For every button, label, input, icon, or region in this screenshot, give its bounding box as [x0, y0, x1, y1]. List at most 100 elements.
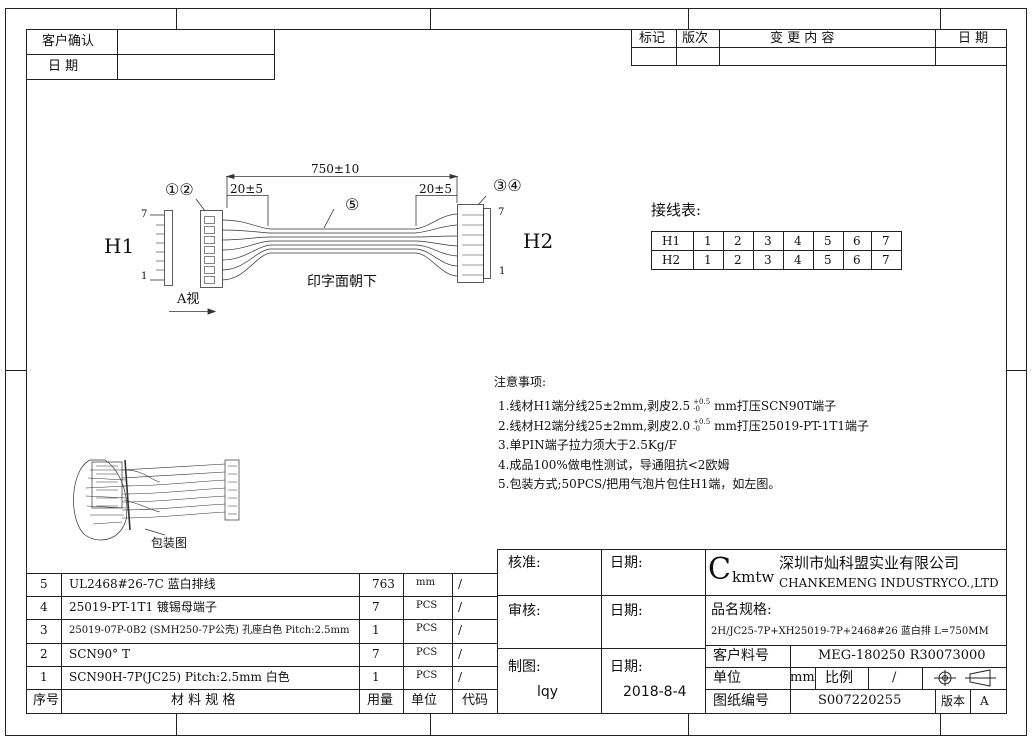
bom-row-no: 3 — [40, 623, 48, 637]
scale-label: 比例 — [825, 670, 853, 686]
drawing-no-value: S007220255 — [818, 693, 902, 708]
bom-row-code: / — [458, 577, 463, 591]
drawn-by-value: lqy — [537, 684, 559, 700]
wiring-pin-cell: 3 — [764, 234, 772, 248]
product-spec-label: 品名规格: — [711, 602, 772, 618]
customer-confirm-label: 客户确认 — [42, 34, 95, 49]
tolerance-upper: +0.5 — [693, 418, 711, 426]
wiring-pin-cell: 1 — [704, 253, 712, 267]
bom-row-qty: 7 — [372, 600, 380, 614]
bom-row-no: 2 — [40, 647, 48, 661]
bom-row-qty: 1 — [372, 670, 380, 684]
note-item: 1.线材H1端分线25±2mm,剥皮2.5+0.5-0 mm打压SCN90T端子 — [498, 399, 836, 413]
unit-value: mm — [790, 670, 815, 685]
wiring-pin-cell: 4 — [794, 253, 802, 267]
wiring-pin-cell: 7 — [882, 253, 890, 267]
h1-label: H1 — [104, 234, 135, 258]
approve-date-label: 日期: — [610, 555, 643, 571]
note-text-after: mm打压SCN90T端子 — [714, 399, 837, 413]
note-text: 3.单PIN端子拉力须大于2.5Kg/F — [498, 438, 677, 452]
customer-date-label: 日 期 — [48, 59, 79, 74]
wiring-row-name: H1 — [662, 234, 681, 248]
drawn-label: 制图: — [508, 659, 541, 675]
tolerance-lower: -0 — [693, 425, 700, 433]
callout-right: ③④ — [493, 176, 522, 195]
wiring-pin-cell: 6 — [853, 234, 861, 248]
revision-change-header: 变 更 内 容 — [770, 31, 835, 46]
bom-header-code: 代码 — [462, 693, 489, 708]
bom-row-spec: UL2468#26-7C 蓝白排线 — [69, 577, 216, 591]
wiring-pin-cell: 5 — [824, 253, 832, 267]
customer-pn-value: MEG-180250 R30073000 — [818, 648, 986, 663]
drawn-date-label: 日期: — [610, 659, 643, 675]
bom-row-spec: SCN90° T — [69, 647, 130, 661]
wiring-pin-cell: 2 — [734, 234, 742, 248]
revision-version-header: 版次 — [682, 31, 709, 46]
note-item: 3.单PIN端子拉力须大于2.5Kg/F — [498, 439, 677, 451]
callout-left: ①② — [165, 180, 194, 199]
unit-label: 单位 — [713, 670, 741, 686]
bom-row-unit: PCS — [416, 600, 438, 611]
strip-right-dimension: 20±5 — [419, 182, 452, 196]
drawn-date-value: 2018-8-4 — [623, 684, 687, 700]
wiring-pin-cell: 7 — [882, 234, 890, 248]
print-face-note: 印字面朝下 — [307, 274, 377, 290]
bom-row-unit: PCS — [416, 670, 438, 681]
bom-row-unit: mm — [416, 577, 435, 588]
wiring-pin-cell: 6 — [853, 253, 861, 267]
wiring-table-title: 接线表: — [651, 201, 702, 219]
bom-row-no: 1 — [40, 670, 48, 684]
note-text: 5.包装方式;50PCS/把用气泡片包住H1端，如左图。 — [498, 477, 781, 491]
customer-pn-label: 客户料号 — [713, 648, 769, 664]
pin-top-right: 7 — [498, 207, 505, 218]
bom-row-no: 5 — [40, 577, 48, 591]
version-value: A — [980, 694, 989, 708]
note-text: 2.线材H2端分线25±2mm,剥皮2.0 — [498, 419, 691, 433]
wiring-pin-cell: 2 — [734, 253, 742, 267]
bom-header-spec: 材 料 规 格 — [171, 693, 236, 708]
pin-bottom-left: 1 — [141, 271, 148, 282]
approve-label: 核准: — [508, 555, 541, 571]
packaging-label: 包装图 — [151, 536, 188, 550]
bom-row-unit: PCS — [416, 623, 438, 634]
callout-wire: ⑤ — [345, 195, 360, 214]
notes-title: 注意事项: — [494, 375, 547, 389]
wiring-pin-cell: 3 — [764, 253, 772, 267]
bom-row-spec: SCN90H-7P(JC25) Pitch:2.5mm 白色 — [69, 670, 290, 684]
note-tolerance: +0.5-0 — [693, 419, 710, 433]
note-item: 5.包装方式;50PCS/把用气泡片包住H1端，如左图。 — [498, 478, 780, 490]
tolerance-upper: +0.5 — [693, 398, 711, 406]
strip-left-dimension: 20±5 — [230, 182, 263, 196]
drawing-no-label: 图纸编号 — [713, 693, 769, 709]
cable-drawing — [150, 173, 491, 315]
product-spec-value: 2H/JC25-7P+XH25019-7P+2468#26 蓝白排 L=750M… — [711, 626, 989, 637]
review-date-label: 日期: — [610, 603, 643, 619]
tolerance-lower: -0 — [693, 405, 700, 413]
company-logo-kmtw: kmtw — [732, 568, 775, 586]
bom-row-spec: 25019-PT-1T1 镀锡母端子 — [69, 600, 217, 614]
pin-bottom-right: 1 — [499, 266, 506, 277]
bom-row-code: / — [458, 600, 463, 614]
pin-top-left: 7 — [141, 209, 148, 220]
bom-row-code: / — [458, 670, 463, 684]
bom-header-qty: 用量 — [367, 693, 394, 708]
projection-symbol-icon — [934, 669, 996, 687]
bom-row-code: / — [458, 647, 463, 661]
bom-row-no: 4 — [40, 600, 48, 614]
note-text-after: mm打压25019-PT-1T1端子 — [714, 419, 870, 433]
revision-mark-header: 标记 — [639, 31, 666, 46]
bom-row-spec: 25019-07P-0B2 (SMH250-7P公壳) 孔座白色 Pitch:2… — [69, 625, 350, 636]
length-dimension: 750±10 — [311, 162, 360, 176]
wiring-row-name: H2 — [662, 253, 681, 267]
bom-row-unit: PCS — [416, 647, 438, 658]
note-item: 4.成品100%做电性测试，导通阻抗<2欧姆 — [498, 459, 729, 471]
bom-row-qty: 1 — [372, 623, 380, 637]
note-item: 2.线材H2端分线25±2mm,剥皮2.0+0.5-0 mm打压25019-PT-… — [498, 419, 869, 433]
note-text: 1.线材H1端分线25±2mm,剥皮2.5 — [498, 399, 691, 413]
wiring-pin-cell: 4 — [794, 234, 802, 248]
wiring-pin-cell: 1 — [704, 234, 712, 248]
company-name-en: CHANKEMENG INDUSTRYCO.,LTD — [779, 576, 999, 590]
company-logo-c: C — [708, 552, 731, 587]
revision-date-header: 日 期 — [958, 31, 989, 46]
